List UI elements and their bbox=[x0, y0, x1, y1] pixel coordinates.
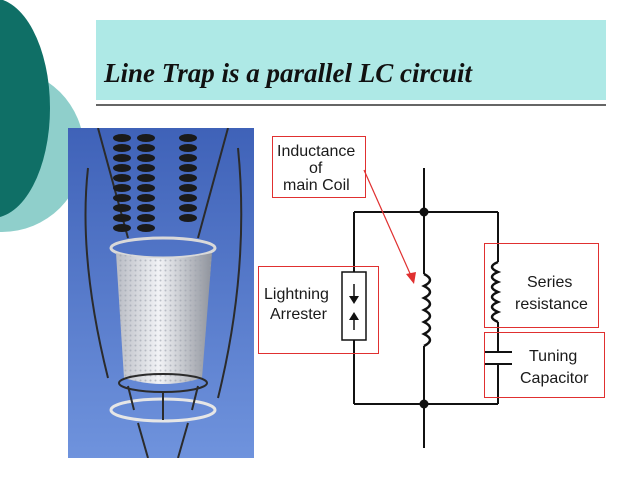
inductance-label-line3: main Coil bbox=[283, 177, 350, 194]
resistance-label-line2: resistance bbox=[515, 296, 588, 313]
series-resistance-coil-symbol bbox=[490, 260, 502, 324]
arrester-label-box bbox=[258, 266, 379, 354]
resistance-label-box bbox=[484, 243, 599, 328]
top-junction-dot bbox=[419, 207, 429, 217]
title-band bbox=[96, 20, 606, 100]
inductance-label-box bbox=[272, 136, 366, 198]
bottom-junction-dot bbox=[419, 399, 429, 409]
resistance-label-line1: Series bbox=[527, 274, 573, 291]
inductance-pointer-arrow bbox=[363, 169, 416, 284]
capacitor-label-line2: Capacitor bbox=[520, 370, 589, 387]
line-trap-photo bbox=[68, 128, 254, 458]
inductance-label-line1: Inductance bbox=[277, 143, 356, 160]
slide-title: Line Trap is a parallel LC circuit bbox=[104, 58, 472, 88]
lightning-arrester-symbol bbox=[341, 271, 367, 341]
main-coil-inductor-symbol bbox=[421, 272, 432, 348]
tuning-capacitor-symbol bbox=[484, 351, 512, 365]
title-underline bbox=[96, 104, 606, 106]
capacitor-label-line1: Tuning bbox=[529, 348, 578, 365]
arrester-label-line1: Lightning bbox=[264, 286, 329, 303]
dark-teal-circle bbox=[0, 0, 50, 217]
decorative-circles bbox=[0, 0, 84, 232]
inductance-label-line2: of bbox=[309, 160, 323, 177]
arrester-label-line2: Arrester bbox=[270, 306, 327, 323]
capacitor-label-box bbox=[484, 332, 605, 398]
